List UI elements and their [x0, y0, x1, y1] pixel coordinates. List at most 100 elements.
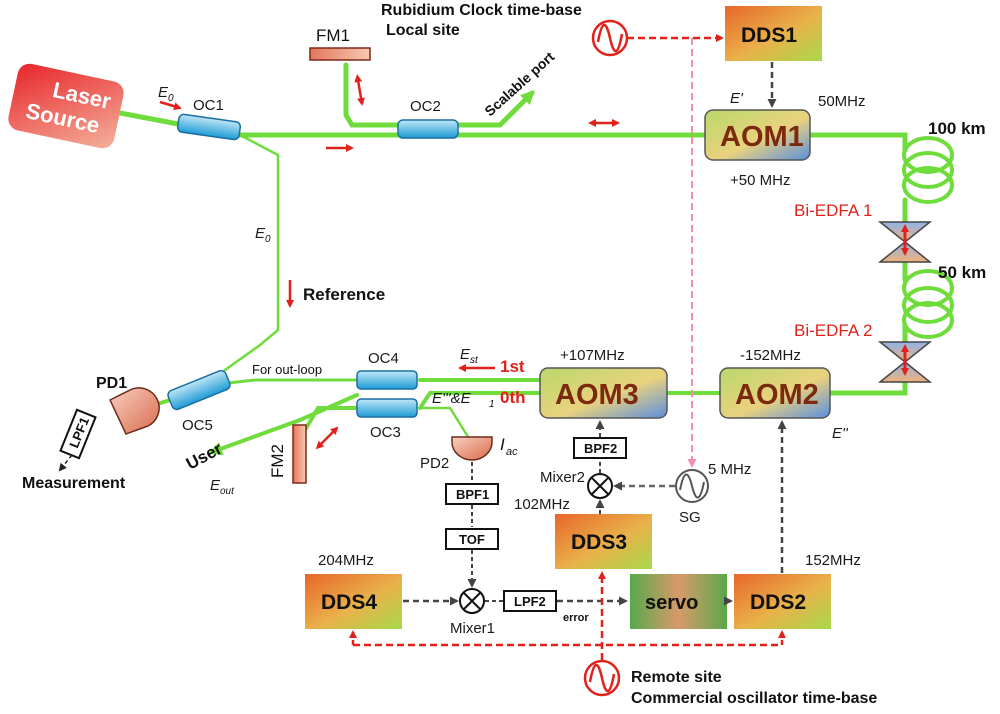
- svg-text:out: out: [220, 486, 235, 497]
- mixer1-label: Mixer1: [450, 620, 495, 637]
- zeroth-order-label: 0th: [500, 388, 526, 407]
- first-order-label: 1st: [500, 357, 525, 376]
- oc4: OC4: [356, 350, 418, 390]
- mixer1: Mixer1: [450, 588, 495, 637]
- edfa1-label: Bi-EDFA 1: [794, 201, 872, 220]
- fiber-aom1-to-spool: [807, 132, 908, 153]
- fiber-100km-label: 100 km: [928, 119, 986, 138]
- rubidium-title-line2: Local site: [386, 22, 460, 39]
- svg-text:E'''&E: E'''&E: [432, 390, 472, 407]
- pd1-label: PD1: [96, 375, 127, 392]
- aom3-label: AOM3: [555, 379, 639, 411]
- rf-signal-lines: [349, 34, 787, 660]
- oc1: OC1: [176, 97, 242, 141]
- est-label: E st: [460, 346, 479, 366]
- oc3: OC3: [356, 398, 418, 441]
- svg-text:E: E: [158, 84, 169, 101]
- fiber-fm1-to-oc2: [343, 62, 401, 128]
- bpf1: BPF1: [445, 483, 499, 505]
- tof: TOF: [445, 528, 499, 550]
- fiber-oc4-to-oc5: [226, 378, 359, 385]
- pd1: PD1: [96, 375, 160, 435]
- tof-label: TOF: [459, 532, 485, 547]
- fiber-edfa2-to-aom2: [812, 377, 908, 396]
- oc2-label: OC2: [410, 98, 441, 115]
- error-label: error: [563, 612, 589, 624]
- bpf2-label: BPF2: [584, 441, 617, 456]
- freq-5mhz-label: 5 MHz: [708, 461, 751, 478]
- fiber-spool-100km: [902, 136, 954, 204]
- arrow-e0-laser: [159, 100, 182, 111]
- fiber-50km-label: 50 km: [938, 263, 986, 282]
- svg-text:I: I: [500, 435, 505, 454]
- dds2: DDS2: [734, 574, 831, 629]
- pd2-label: PD2: [420, 455, 449, 472]
- sg-label: SG: [679, 509, 701, 526]
- svg-text:0: 0: [168, 93, 174, 104]
- servo-label: servo: [645, 592, 698, 614]
- oc3-label: OC3: [370, 424, 401, 441]
- fiber-aom3-to-oc3: [418, 391, 542, 410]
- dds1: DDS1: [725, 6, 822, 61]
- aom2: AOM2: [719, 367, 831, 419]
- freq-50mhz-label: 50MHz: [818, 93, 866, 110]
- pd2: PD2: [420, 436, 493, 472]
- fiber-oc3-to-fm2: [303, 406, 359, 432]
- fiber-oc3-to-pd2: [418, 406, 472, 442]
- aom1-label: AOM1: [720, 121, 804, 153]
- bpf1-label: BPF1: [456, 487, 489, 502]
- lpf1: LPF1: [59, 408, 97, 460]
- mixer2-label: Mixer2: [540, 469, 585, 486]
- fiber-user-out: [208, 393, 359, 456]
- direction-arrows: [159, 74, 620, 450]
- oc2: OC2: [397, 98, 459, 139]
- oc1-label: OC1: [193, 97, 224, 114]
- e-triple-label: E'''&E 1: [432, 390, 495, 410]
- dds3: DDS3: [555, 514, 652, 569]
- dds4-label: DDS4: [321, 591, 377, 614]
- fm1: FM1: [309, 26, 371, 61]
- iac-label: I ac: [500, 435, 518, 458]
- oc4-label: OC4: [368, 350, 399, 367]
- dds3-label: DDS3: [571, 531, 627, 554]
- rubidium-title-line1: Rubidium Clock time-base: [381, 2, 582, 19]
- sg: SG: [675, 469, 709, 526]
- svg-text:ac: ac: [506, 446, 518, 458]
- arrow-fm2-bidirectional: [315, 426, 339, 450]
- fiber-laser-to-oc1: [117, 110, 181, 127]
- reference-label: Reference: [303, 285, 385, 304]
- aom1: AOM1: [704, 109, 811, 161]
- freq-plus50-label: +50 MHz: [730, 172, 790, 189]
- remote-title-line1: Remote site: [631, 669, 722, 686]
- freq-152mhz-label: 152MHz: [805, 552, 861, 569]
- lpf2-label: LPF2: [514, 594, 546, 609]
- fiber-spool-50km: [902, 269, 954, 339]
- fiber-reference-e0: [223, 133, 280, 372]
- svg-text:E: E: [210, 477, 221, 494]
- rubidium-clock-icon: [591, 19, 629, 57]
- svg-text:0: 0: [265, 234, 271, 245]
- e0-label-reference: E 0: [255, 225, 271, 245]
- arrow-fm1-bidirectional: [354, 74, 365, 106]
- aom2-label: AOM2: [735, 379, 819, 411]
- freq-204mhz-label: 204MHz: [318, 552, 374, 569]
- oc5-label: OC5: [182, 417, 213, 434]
- edfa1: [877, 221, 933, 263]
- freq-minus152-label: -152MHz: [740, 347, 801, 364]
- bpf2: BPF2: [573, 437, 627, 459]
- edfa2: [877, 341, 933, 383]
- freq-102mhz-label: 102MHz: [514, 496, 570, 513]
- lpf1-to-measurement-arrow: [58, 454, 73, 472]
- mixer2: Mixer2: [540, 469, 613, 499]
- fm2-label: FM2: [268, 444, 287, 478]
- remote-title-line2: Commercial oscillator time-base: [631, 690, 877, 707]
- fm1-label: FM1: [316, 26, 350, 45]
- svg-text:1: 1: [489, 399, 495, 410]
- lpf2: LPF2: [503, 590, 557, 612]
- dds2-label: DDS2: [750, 591, 806, 614]
- laser-source: Laser Source: [8, 63, 124, 149]
- servo: servo: [630, 574, 727, 629]
- oc5: OC5: [167, 369, 231, 434]
